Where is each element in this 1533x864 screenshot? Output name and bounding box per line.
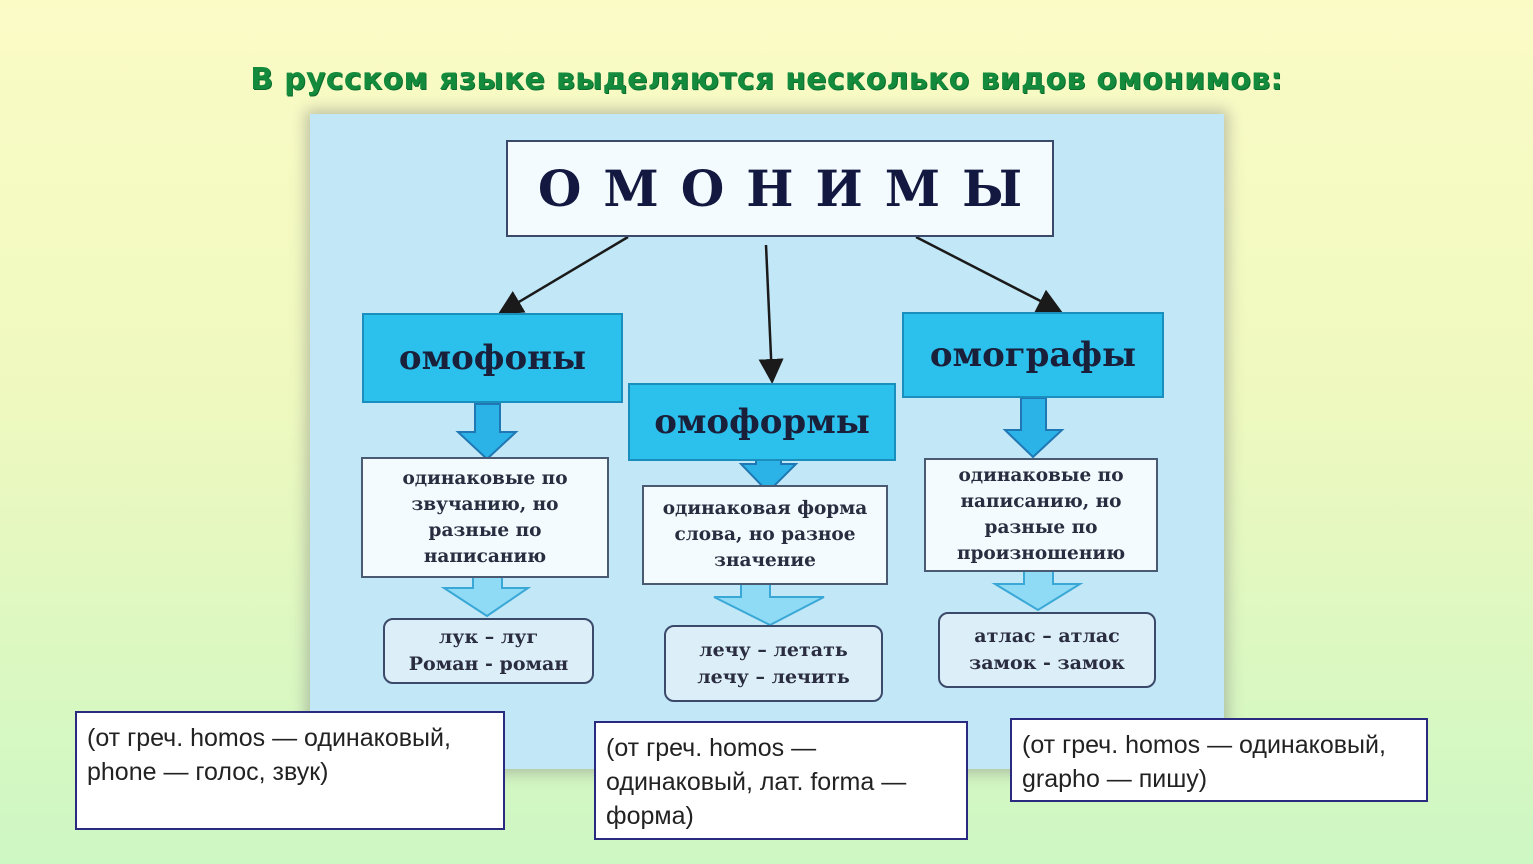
connector-left — [497, 235, 629, 315]
example-item: лечу – летать — [699, 638, 848, 661]
definition-homophones: одинаковые по звучанию, но разные по нап… — [361, 457, 609, 578]
examples-homographs: атлас – атлас замок - замок — [938, 612, 1156, 688]
etymology-note-homophones: (от греч. homos — одинаковый, phone — го… — [75, 711, 505, 830]
example-item: Роман - роман — [408, 653, 569, 675]
definition-homographs: одинаковые по написанию, но разные по пр… — [924, 458, 1158, 572]
homonyms-diagram: ОМОНИМЫ омофоны омоформы омографы одинак… — [310, 114, 1224, 769]
root-box: ОМОНИМЫ — [506, 140, 1054, 237]
category-homographs: омографы — [902, 312, 1164, 398]
block-arrow-center-bottom — [713, 583, 825, 627]
example-item: атлас – атлас — [974, 625, 1120, 647]
block-arrow-right-top — [1002, 397, 1065, 459]
etymology-note-homographs: (от греч. homos — одинаковый, grapho — п… — [1010, 718, 1428, 802]
connector-center — [758, 244, 784, 384]
slide-title: В русском языке выделяются несколько вид… — [250, 62, 1283, 97]
examples-homophones: лук – луг Роман - роман — [383, 618, 594, 684]
example-item: лук – луг — [438, 626, 539, 648]
category-homophones: омофоны — [362, 313, 623, 403]
example-item: лечу – лечить — [697, 665, 850, 688]
block-arrow-left-top — [455, 403, 519, 461]
example-item: замок - замок — [969, 652, 1125, 674]
connector-right — [915, 235, 1063, 313]
examples-homoforms: лечу – летать лечу – лечить — [664, 625, 883, 702]
definition-homoforms: одинаковая форма слова, но разное значен… — [642, 485, 888, 585]
etymology-note-homoforms: (от греч. homos — одинаковый, лат. forma… — [594, 721, 968, 840]
block-arrow-left-bottom — [440, 576, 532, 618]
category-homoforms: омоформы — [628, 383, 896, 461]
block-arrow-right-bottom — [991, 570, 1084, 612]
